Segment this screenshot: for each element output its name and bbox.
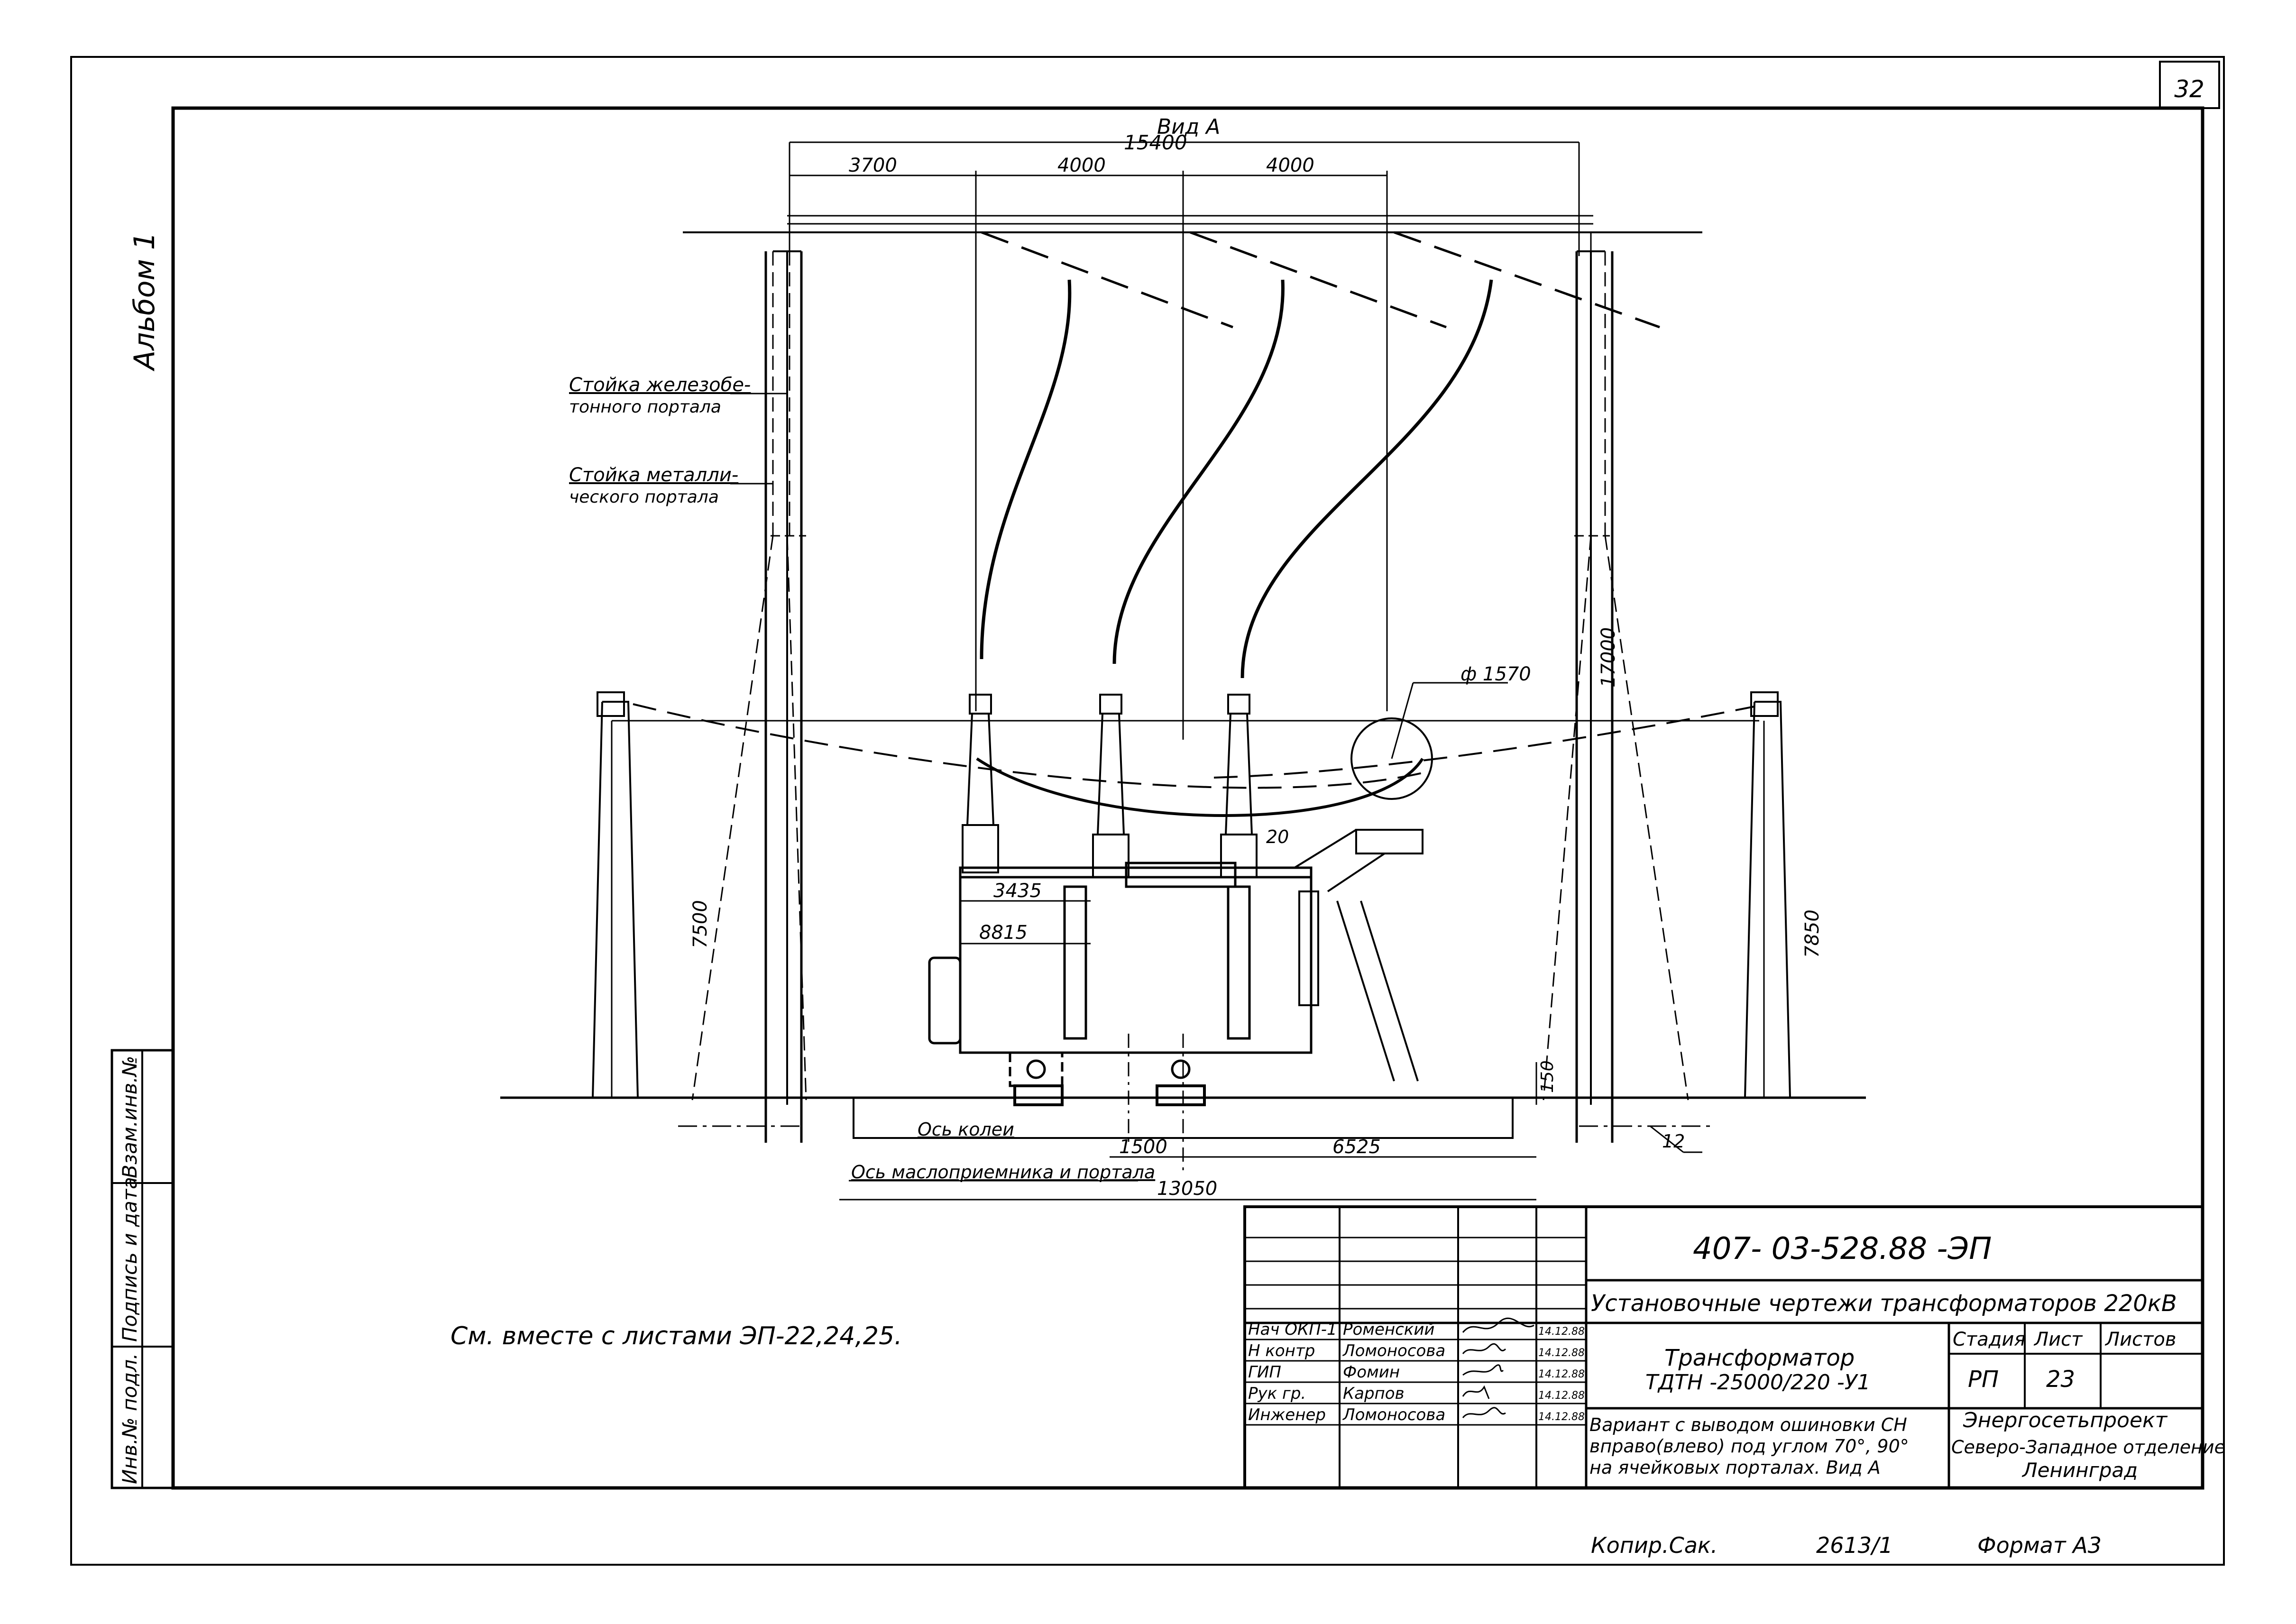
pole-left	[592, 701, 639, 1098]
sig-role-1: Нач ОКП-1	[1248, 1320, 1337, 1339]
dim-7850: 7850	[1801, 909, 1823, 958]
sheet-number-box	[2159, 61, 2220, 109]
platform	[1294, 829, 1424, 1082]
label-metal-portal-1: Стойка металли-	[569, 464, 738, 486]
view-label: Вид А	[1157, 115, 1220, 139]
sheet-header: Лист	[2033, 1329, 2083, 1350]
inner-frame	[171, 106, 2204, 1490]
dim-3700: 3700	[849, 155, 897, 176]
bushings	[962, 694, 1258, 878]
label-oil-axis: Ось маслоприемника и портала	[851, 1162, 1155, 1183]
sig-name-2: Ломоносова	[1342, 1341, 1445, 1360]
see-also-note: См. вместе с листами ЭП-22,24,25.	[450, 1322, 902, 1350]
sag-right	[1213, 706, 1755, 779]
dim-4000-a: 4000	[1057, 155, 1106, 176]
sig-name-4: Карпов	[1343, 1384, 1405, 1403]
sig-date-2: 14.12.88	[1538, 1347, 1585, 1359]
dim-7500: 7500	[689, 900, 711, 948]
variant-2: вправо(влево) под углом 70°, 90°	[1589, 1436, 1909, 1457]
string-3	[1394, 231, 1660, 329]
sig-date-5: 14.12.88	[1538, 1411, 1585, 1423]
sheet-title-2: ТДТН -25000/220 -У1	[1645, 1370, 1871, 1395]
dim-13050: 13050	[1157, 1178, 1217, 1200]
transformer-tank	[928, 862, 1313, 1106]
dimension-lines	[611, 141, 1765, 1201]
stamp-replaced-inv: Взам.инв.№	[118, 1056, 141, 1178]
sheet-title-1: Трансформатор	[1664, 1345, 1855, 1371]
org-branch: Северо-Западное отделение	[1951, 1437, 2225, 1458]
bus-loop	[976, 757, 1424, 817]
leader-lines	[730, 393, 1702, 1182]
transformer-drawing	[500, 141, 1866, 1201]
variant-1: Вариант с выводом ошиновки СН	[1589, 1414, 1907, 1435]
sheets-header: Листов	[2104, 1329, 2176, 1350]
sig-name-3: Фомин	[1343, 1363, 1400, 1382]
dim-1500: 1500	[1119, 1136, 1167, 1158]
outer-frame	[70, 56, 2225, 1566]
sheet-number: 32	[2174, 75, 2204, 103]
dim-17000: 17000	[1598, 627, 1619, 688]
sig-date-4: 14.12.88	[1538, 1390, 1585, 1402]
flex-lead-1	[980, 279, 1072, 660]
dim-8815: 8815	[979, 922, 1028, 944]
format-label: Формат А3	[1977, 1532, 2102, 1558]
sig-date-1: 14.12.88	[1538, 1326, 1585, 1338]
title-block	[1243, 1205, 2204, 1489]
org-city: Ленинград	[2021, 1459, 2138, 1482]
string-2	[1190, 231, 1447, 329]
dim-150: 150	[1538, 1060, 1557, 1093]
project-title: Установочные чертежи трансформаторов 220…	[1591, 1290, 2177, 1317]
sig-name-5: Ломоносова	[1342, 1405, 1445, 1424]
sag-left	[633, 703, 1423, 789]
mark-12: 12	[1662, 1131, 1685, 1152]
dim-15400: 15400	[1124, 131, 1187, 154]
sig-role-2: Н контр	[1248, 1341, 1315, 1360]
label-concrete-portal-1: Стойка железобе-	[569, 374, 751, 396]
sig-role-5: Инженер	[1248, 1405, 1326, 1424]
stamp-signature-date: Подпись и дата	[118, 1177, 141, 1342]
signature-scribbles	[1462, 1317, 1534, 1418]
string-1	[981, 231, 1233, 329]
dim-4000-b: 4000	[1266, 155, 1314, 176]
label-metal-portal-2: ческого портала	[569, 487, 719, 507]
copy-label: Копир.Сак.	[1591, 1532, 1717, 1558]
sig-date-3: 14.12.88	[1538, 1368, 1585, 1380]
dim-6525: 6525	[1332, 1136, 1381, 1158]
variant-3: на ячейковых порталах. Вид А	[1589, 1457, 1881, 1478]
circle-phi1570	[1350, 717, 1433, 800]
sheet-value: 23	[2046, 1366, 2075, 1393]
album-label: Альбом 1	[128, 232, 161, 372]
sig-role-4: Рук гр.	[1248, 1384, 1306, 1403]
stage-header: Стадия	[1953, 1329, 2025, 1350]
sig-role-3: ГИП	[1248, 1363, 1281, 1382]
org-name: Энергосетьпроект	[1963, 1408, 2168, 1432]
label-wheel-axis: Ось колеи	[918, 1119, 1014, 1140]
flex-lead-2	[1112, 279, 1285, 664]
stage-value: РП	[1968, 1366, 1999, 1393]
signature-rows: Нач ОКП-1 Роменский 14.12.88 Н контр Лом…	[1248, 1320, 1585, 1424]
flex-lead-3	[1240, 279, 1493, 679]
dim-3435: 3435	[993, 880, 1042, 902]
inv-number: 2613/1	[1816, 1532, 1893, 1558]
doc-code: 407- 03-528.88 -ЭП	[1693, 1231, 1992, 1266]
stamp-inv-number: Инв.№ подл.	[118, 1353, 141, 1484]
mark-20: 20	[1266, 826, 1289, 847]
side-stamp: Инв.№ подл. Подпись и дата Взам.инв.№	[110, 1049, 174, 1489]
sig-name-1: Роменский	[1343, 1320, 1435, 1339]
pole-right	[1744, 701, 1791, 1098]
label-concrete-portal-2: тонного портала	[569, 397, 721, 417]
diameter-label: ф 1570	[1460, 663, 1531, 685]
